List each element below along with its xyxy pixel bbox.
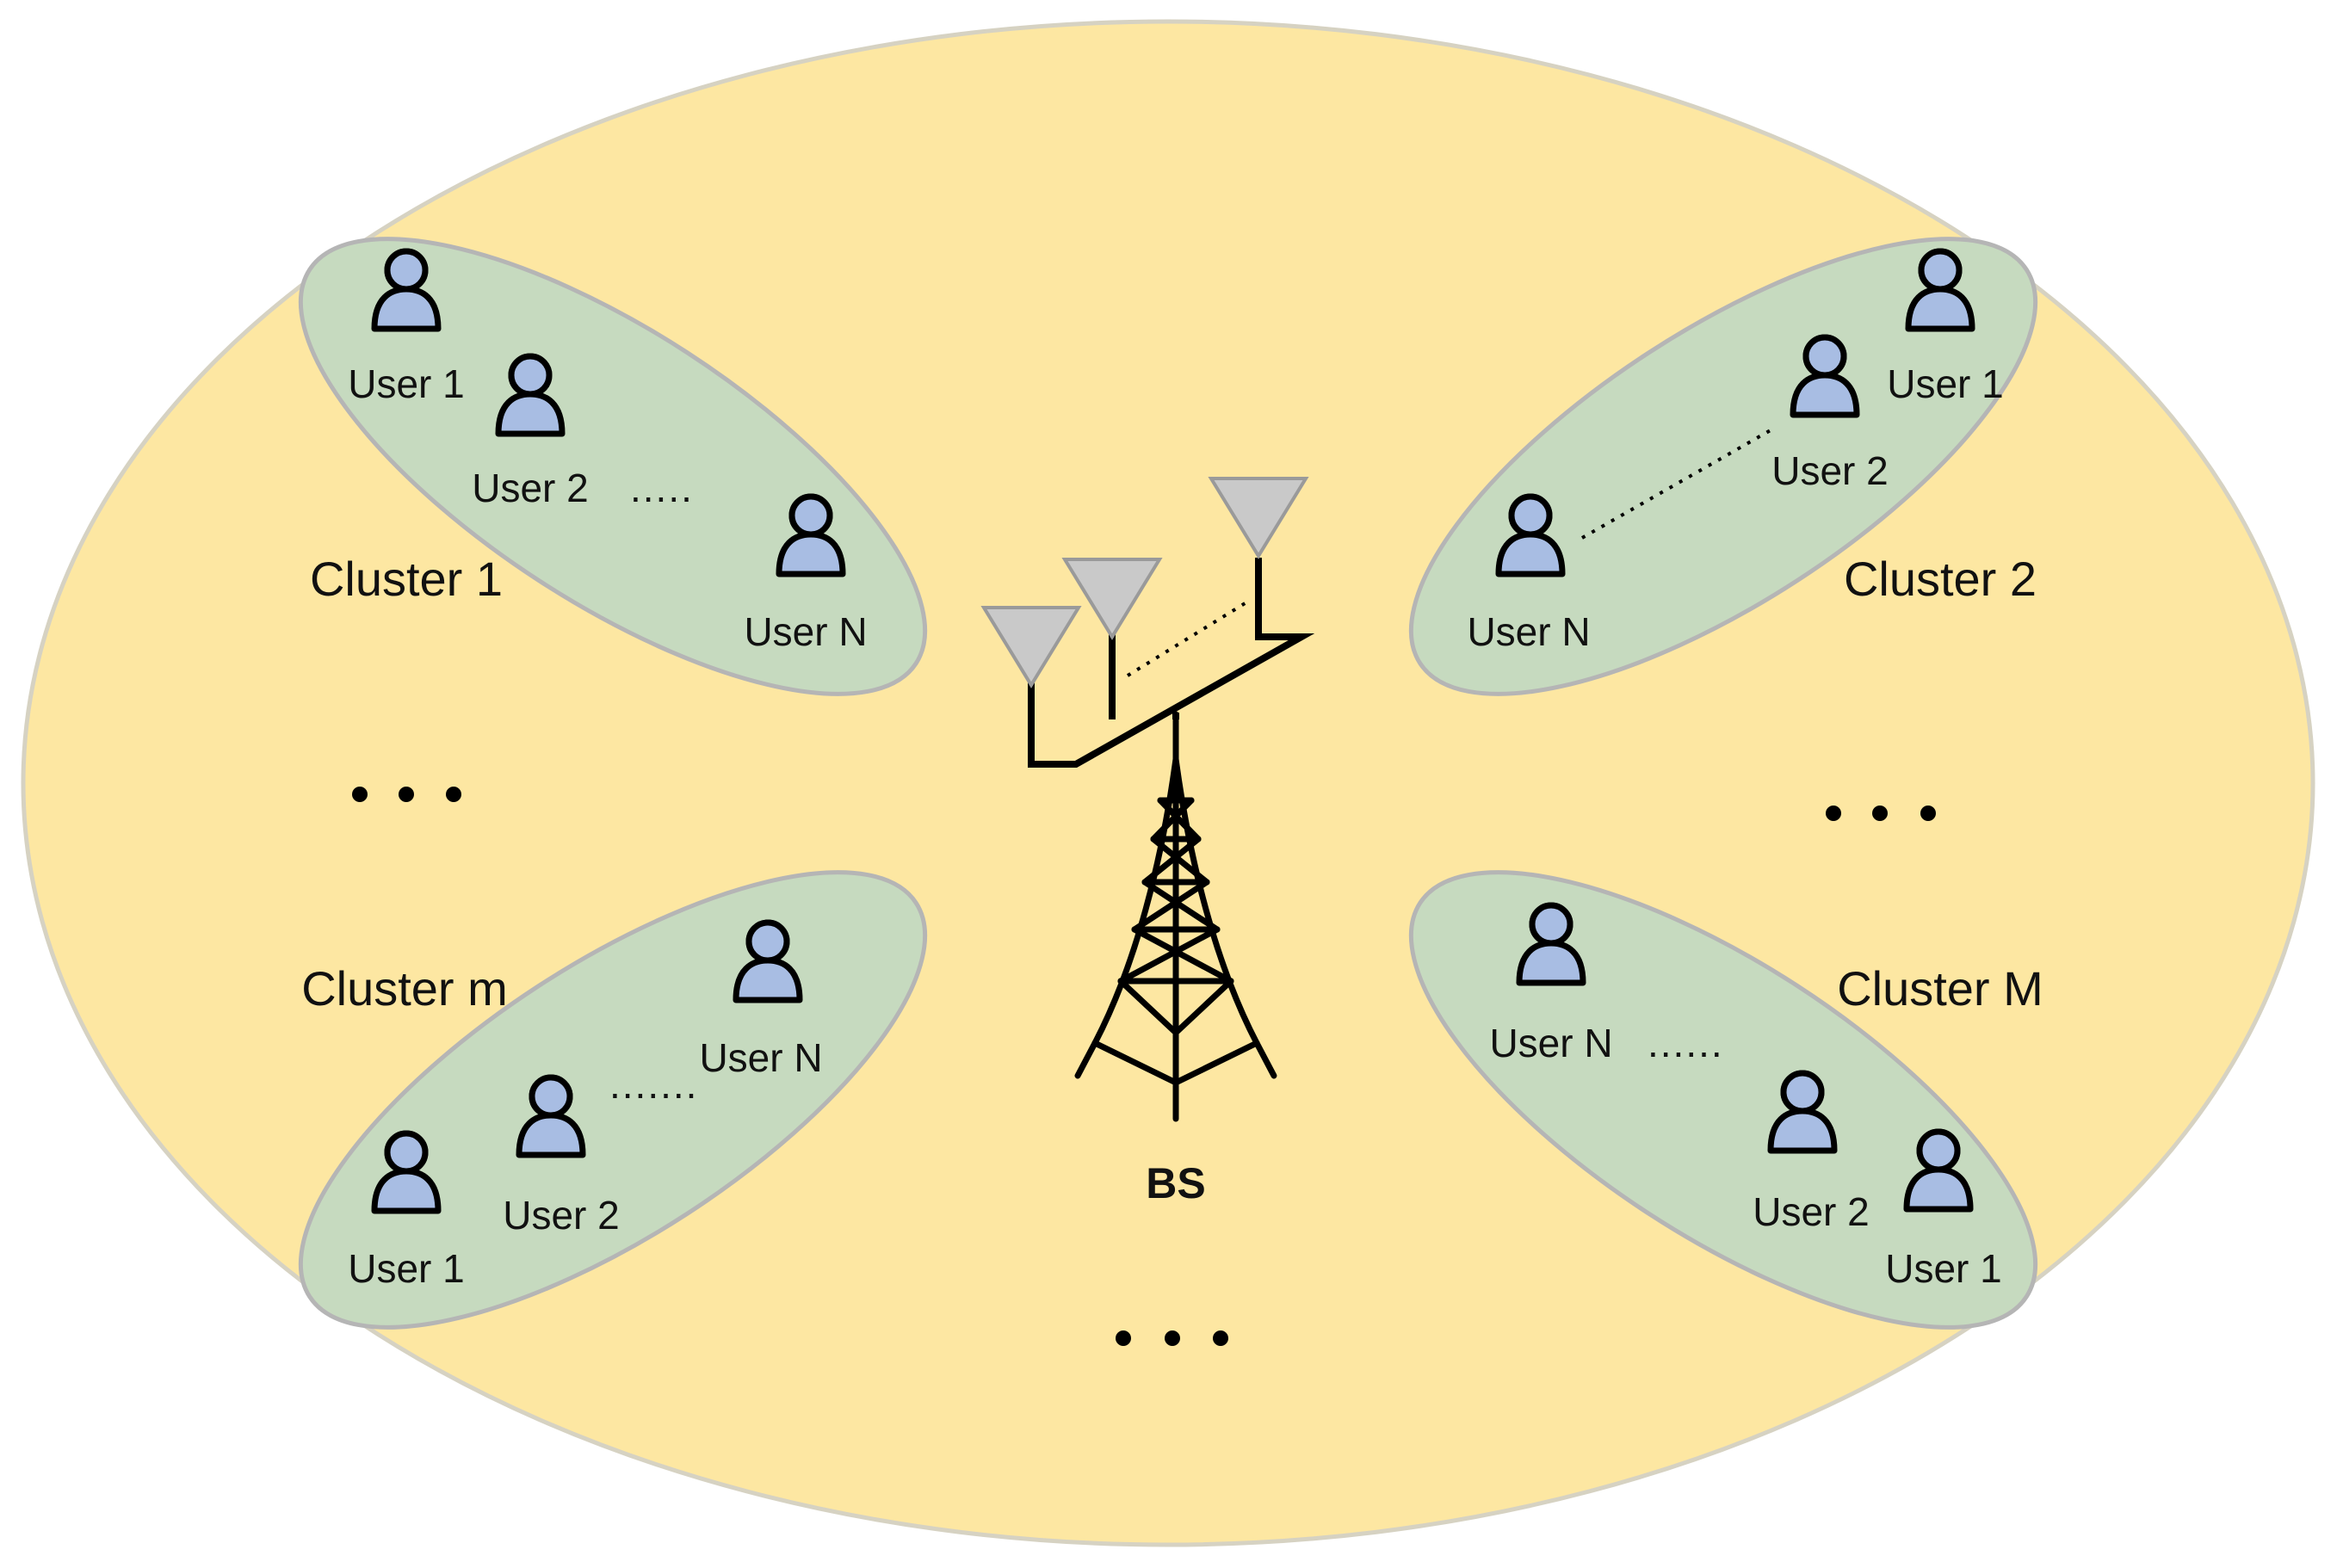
user-n-label: User N	[744, 609, 867, 654]
user-ellipsis: .......	[609, 1062, 698, 1107]
user-ellipsis: .....	[630, 466, 694, 510]
cluster-M: User N User 2 User 1 ...... Cluster M	[1408, 870, 2043, 1330]
bs-tower-icon	[1074, 711, 1277, 1122]
cluster-1: User 1 User 2 User N ..... Cluster 1	[298, 237, 928, 696]
user-1-label: User 1	[1885, 1246, 2001, 1291]
cluster-2-label: Cluster 2	[1844, 552, 2037, 606]
bottom-continuation-dots	[1116, 1330, 1228, 1346]
bs-label: BS	[1146, 1159, 1205, 1207]
left-continuation-dots	[352, 787, 461, 802]
cluster-m: User N User 2 User 1 ....... Cluster m	[298, 870, 928, 1330]
cluster-M-area	[1408, 870, 2038, 1330]
user-2-label: User 2	[1771, 448, 1888, 493]
user-n-label: User N	[1489, 1021, 1612, 1065]
user-2-label: User 2	[1753, 1189, 1869, 1234]
user-2-label: User 2	[503, 1193, 619, 1238]
user-1-label: User 1	[348, 1246, 464, 1291]
cluster-2: User 1 User 2 User N Cluster 2	[1408, 237, 2038, 696]
user-2-label: User 2	[472, 466, 588, 510]
cluster-1-label: Cluster 1	[310, 552, 503, 606]
user-n-label: User N	[1467, 609, 1590, 654]
user-1-label: User 1	[1887, 361, 2003, 406]
right-continuation-dots	[1826, 806, 1936, 821]
antenna-feed-dotted	[1126, 601, 1248, 677]
user-ellipsis: ......	[1648, 1021, 1724, 1065]
cluster-1-area	[298, 237, 928, 696]
cluster-2-area	[1408, 237, 2038, 696]
cluster-M-label: Cluster M	[1837, 961, 2043, 1015]
user-n-label: User N	[699, 1035, 822, 1080]
user-1-label: User 1	[348, 361, 464, 406]
user-link-dotted	[1581, 426, 1776, 540]
cluster-m-label: Cluster m	[301, 961, 508, 1015]
